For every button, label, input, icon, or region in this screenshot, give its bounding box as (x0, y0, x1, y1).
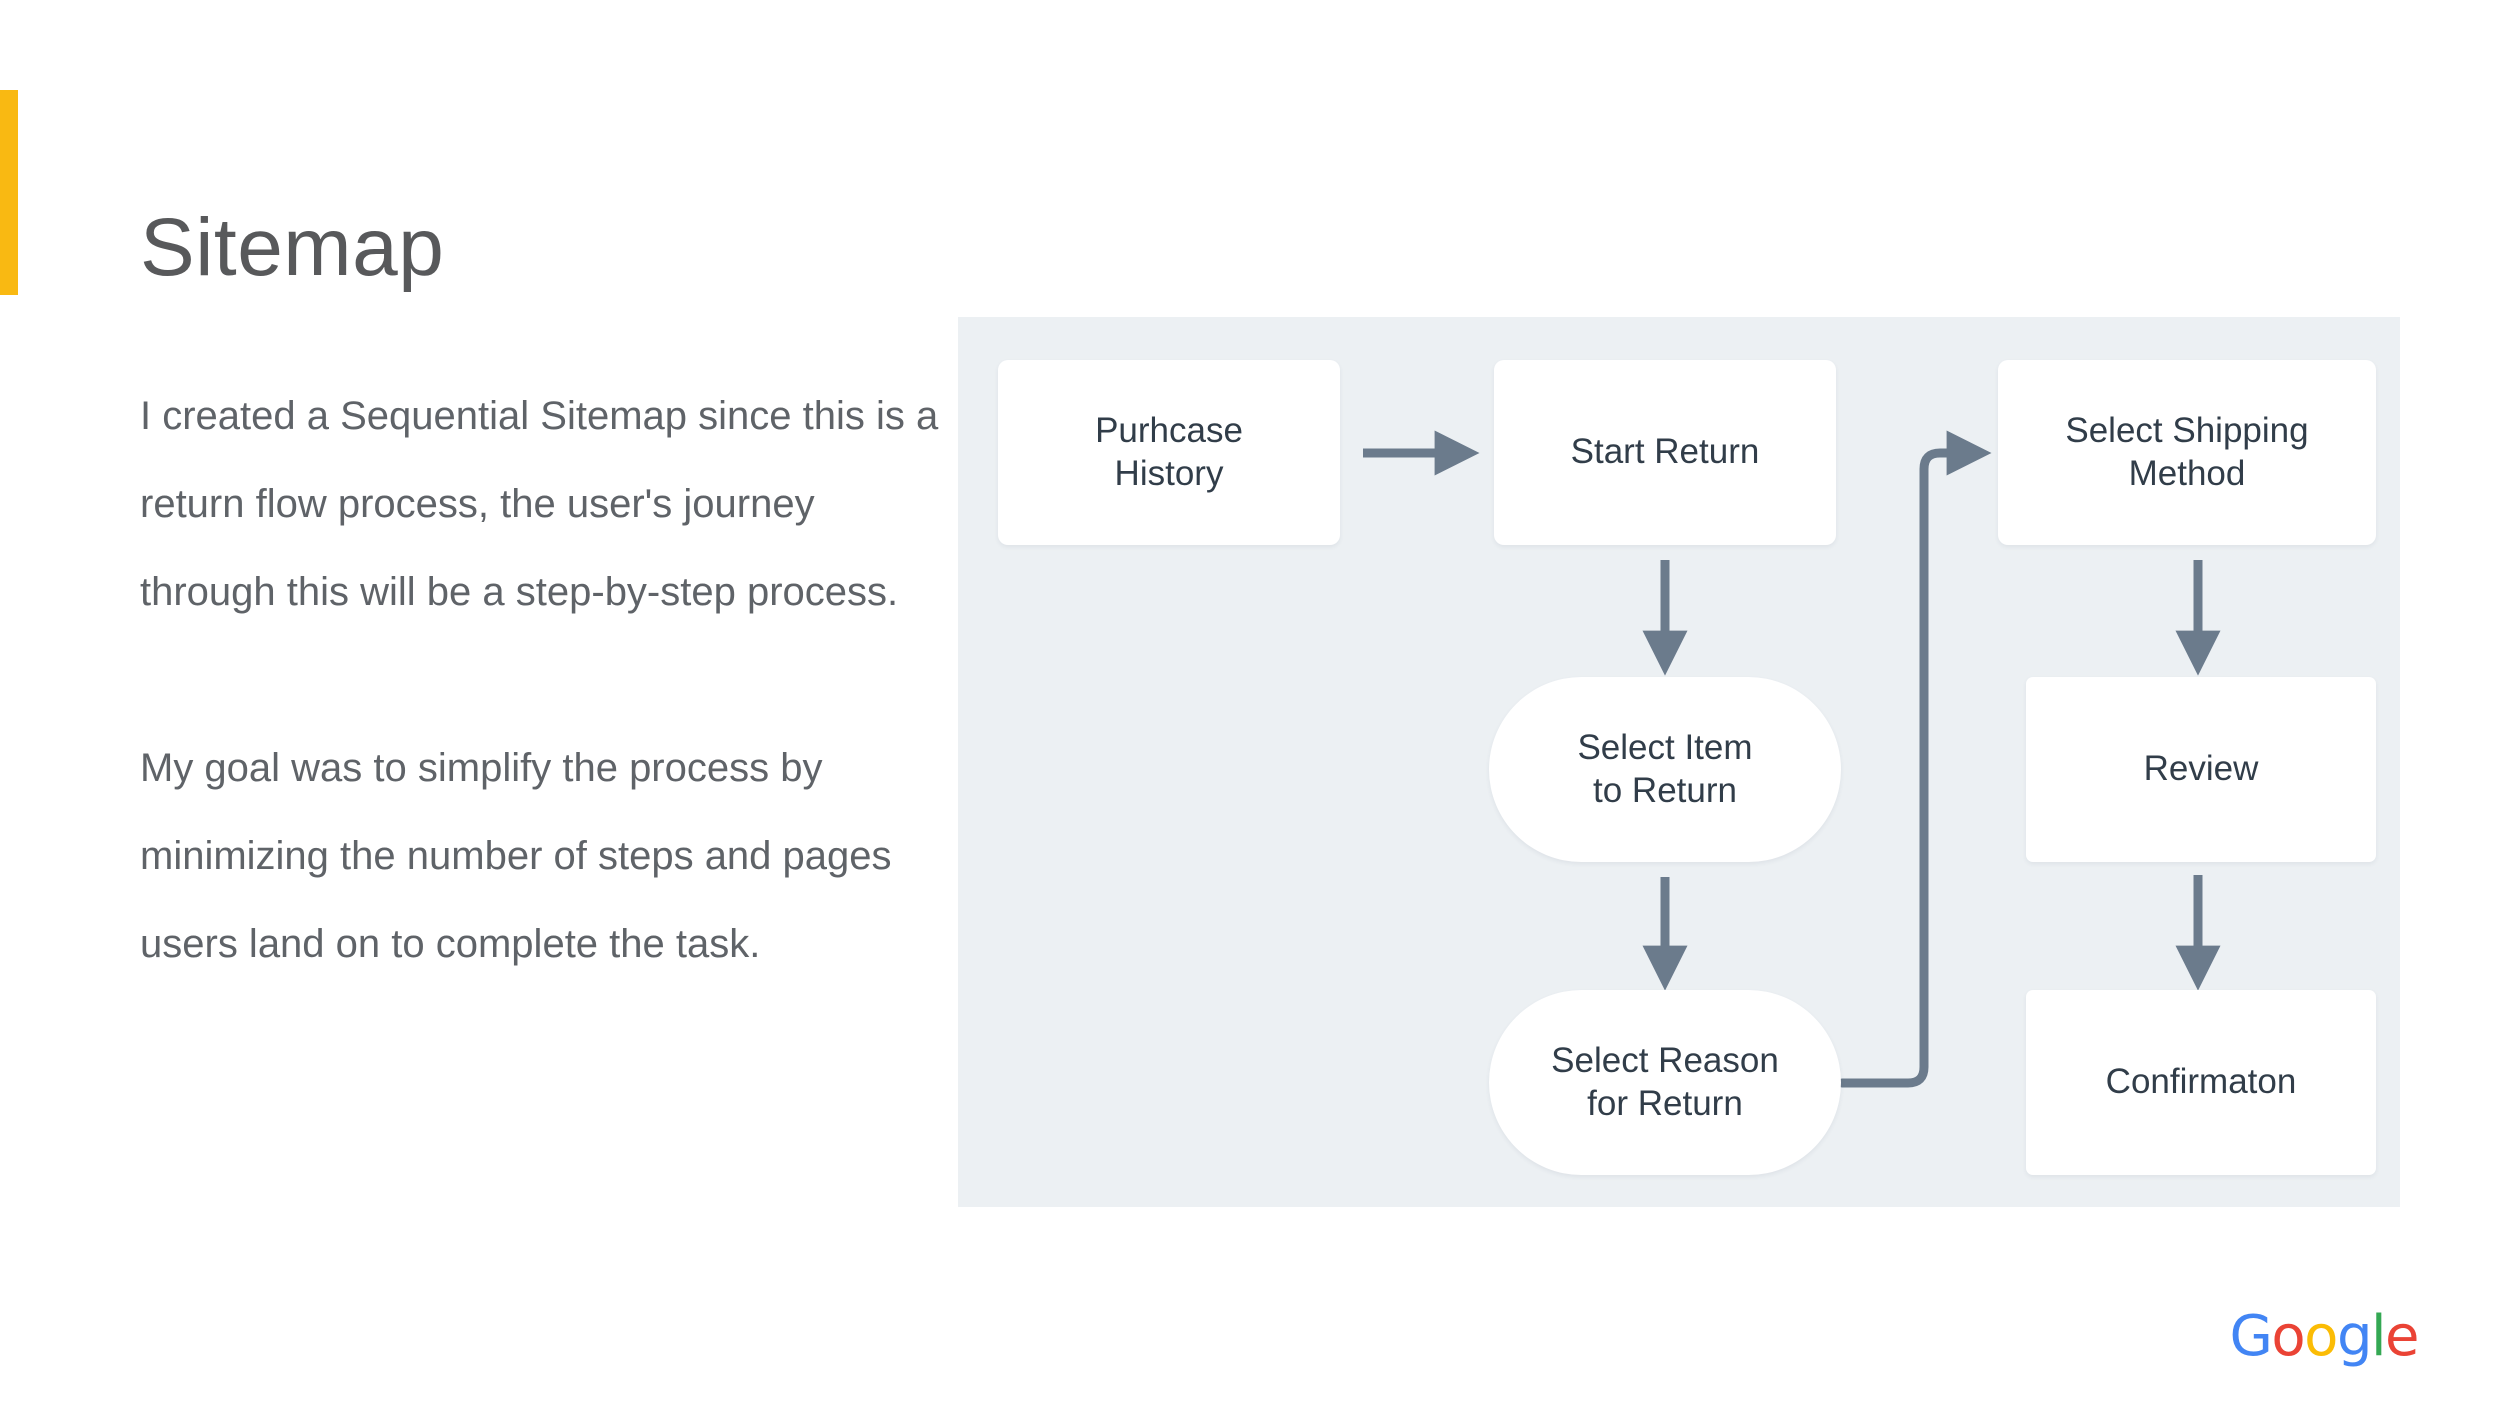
sitemap-diagram-panel: Purhcase History Start Return Select Ite… (958, 317, 2400, 1207)
node-start-return[interactable]: Start Return (1494, 360, 1836, 545)
node-select-item-to-return[interactable]: Select Item to Return (1489, 677, 1841, 862)
paragraph-1: I created a Sequential Sitemap since thi… (140, 394, 939, 614)
google-logo-letter-e: e (2385, 1304, 2419, 1369)
node-confirmation[interactable]: Confirmaton (2026, 990, 2376, 1175)
node-select-reason-for-return[interactable]: Select Reason for Return (1489, 990, 1841, 1175)
body-copy: I created a Sequential Sitemap since thi… (140, 372, 940, 988)
google-logo-letter-g2: g (2336, 1304, 2373, 1369)
google-logo-letter-g1: G (2229, 1304, 2273, 1369)
diagram-connectors (1363, 430, 2221, 1088)
node-select-item-label: Select Item to Return (1577, 727, 1753, 810)
google-logo: Google (2230, 1309, 2420, 1365)
node-review[interactable]: Review (2026, 677, 2376, 862)
google-logo-letter-o2: o (2304, 1304, 2338, 1369)
node-review-label: Review (2143, 749, 2259, 789)
connector-reason-to-shipping (1837, 430, 1992, 1088)
node-start-return-label: Start Return (1570, 432, 1760, 472)
node-purchase-history-label: Purhcase History (1095, 410, 1243, 493)
google-logo-letter-l: l (2370, 1304, 2387, 1369)
node-shipping-method-label: Select Shipping Method (2065, 410, 2309, 493)
node-select-shipping-method[interactable]: Select Shipping Method (1998, 360, 2376, 545)
node-purchase-history[interactable]: Purhcase History (998, 360, 1340, 545)
page-title: Sitemap (140, 201, 445, 293)
paragraph-2: My goal was to simplify the process by m… (140, 746, 892, 966)
node-confirmation-label: Confirmaton (2105, 1062, 2297, 1102)
google-logo-letter-o1: o (2271, 1304, 2305, 1369)
node-select-reason-label: Select Reason for Return (1551, 1040, 1779, 1123)
accent-bar (0, 90, 18, 295)
